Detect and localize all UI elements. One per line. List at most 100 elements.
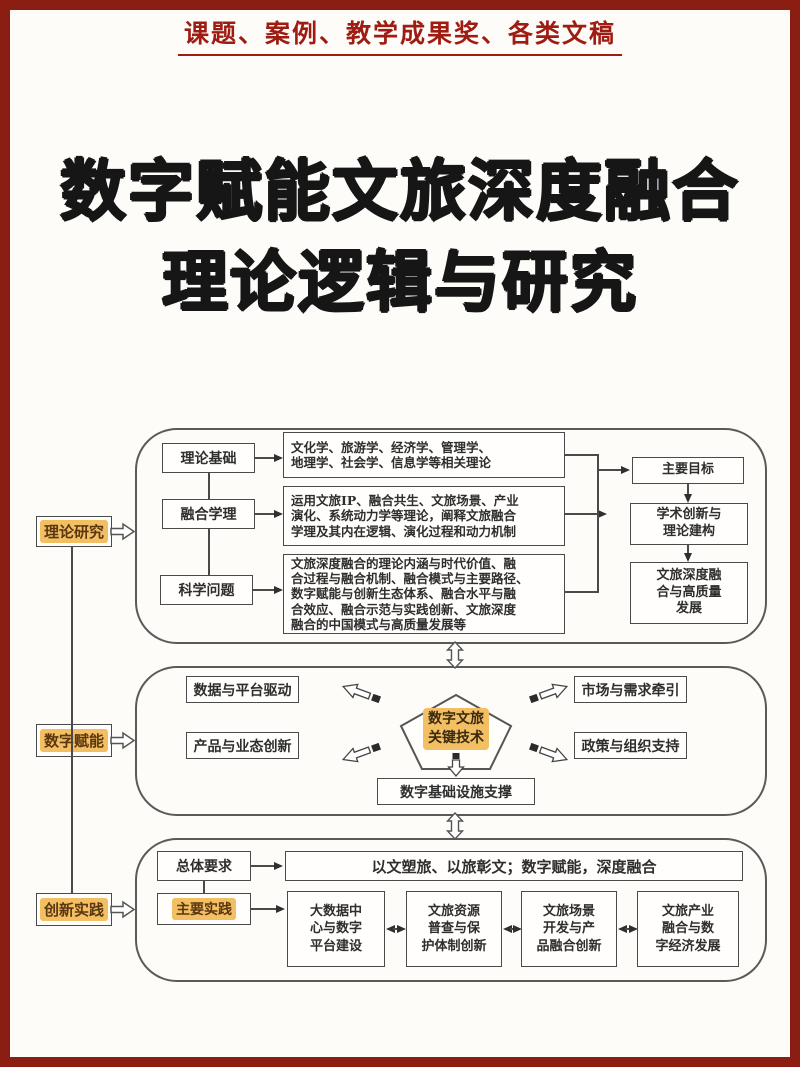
practice-item-text: 大数据中 心与数字 平台建设 — [309, 903, 362, 954]
section-link-updown-arrow-icon — [446, 641, 464, 669]
connector-line — [253, 589, 275, 591]
title-line-2: 理论逻辑与研究 — [162, 244, 638, 322]
box-fusion-theory-content: 运用文旅IP、融合共生、文旅场景、产业 演化、系统动力学等理论，阐释文旅融合 学… — [283, 486, 565, 546]
bus-line — [597, 454, 599, 593]
box-data-platform: 数据与平台驱动 — [186, 676, 299, 703]
left-rail-line — [71, 547, 73, 893]
arrow-head — [503, 924, 512, 933]
section-innovation-practice — [135, 838, 767, 982]
arrow-head — [683, 494, 692, 503]
box-theory-basis-text: 理论基础 — [180, 451, 237, 467]
box-digital-infrastructure: 数字基础设施支撑 — [377, 778, 535, 805]
label-arrow-icon — [110, 731, 136, 750]
connector-line — [251, 908, 277, 910]
connector-line — [687, 545, 689, 554]
practice-item-text: 文旅场景 开发与产 品融合创新 — [536, 903, 602, 954]
academic-innovation-text: 学术创新与 理论建构 — [656, 507, 722, 539]
box-scientific-questions: 科学问题 — [160, 575, 253, 605]
box-overall-requirements: 总体要求 — [157, 851, 251, 881]
box-high-quality-development: 文旅深度融 合与高质量 发展 — [630, 562, 748, 624]
main-practice-text: 主要实践 — [172, 898, 236, 920]
overall-requirements-value-text: 以文塑旅、以旅彰文；数字赋能，深度融合 — [371, 857, 657, 876]
arrow-head — [513, 924, 522, 933]
arrow-head — [629, 924, 638, 933]
digital-infrastructure-text: 数字基础设施支撑 — [400, 784, 512, 801]
box-overall-requirements-value: 以文塑旅、以旅彰文；数字赋能，深度融合 — [285, 851, 743, 881]
connector-line — [687, 484, 689, 495]
high-quality-development-text: 文旅深度融 合与高质量 发展 — [656, 567, 722, 617]
box-fusion-theory-text: 融合学理 — [180, 507, 237, 523]
connector-line — [203, 881, 205, 893]
box-scientific-questions-content: 文旅深度融合的理论内涵与时代价值、融 合过程与融合机制、融合模式与主要路径、 数… — [283, 554, 565, 634]
arrow-head — [274, 861, 283, 870]
connector-line — [565, 454, 599, 456]
theory-basis-content-text: 文化学、旅游学、经济学、管理学、 地理学、社会学、信息学等相关理论 — [291, 439, 492, 470]
box-market-demand: 市场与需求牵引 — [574, 676, 687, 703]
header-banner: 课题、案例、教学成果奖、各类文稿 — [0, 14, 800, 56]
box-main-goals: 主要目标 — [632, 457, 744, 484]
label-arrow-icon — [110, 900, 136, 919]
box-academic-innovation: 学术创新与 理论建构 — [630, 503, 748, 545]
practice-item-text: 文旅产业 融合与数 字经济发展 — [655, 903, 721, 954]
title-line-1: 数字赋能文旅深度融合 — [60, 153, 740, 230]
scientific-questions-content-text: 文旅深度融合的理论内涵与时代价值、融 合过程与融合机制、融合模式与主要路径、 数… — [291, 555, 529, 632]
product-innovation-text: 产品与业态创新 — [193, 738, 292, 755]
connector-line — [251, 865, 275, 867]
label-theory-research: 理论研究 — [36, 516, 112, 547]
label-digital-empowerment-text: 数字赋能 — [39, 729, 108, 752]
data-platform-text: 数据与平台驱动 — [193, 682, 292, 699]
label-digital-empowerment: 数字赋能 — [36, 724, 112, 757]
connector-line — [393, 928, 398, 930]
arrow-head — [618, 924, 627, 933]
arrow-head — [274, 453, 283, 462]
box-product-innovation: 产品与业态创新 — [186, 732, 299, 759]
box-theory-basis-content: 文化学、旅游学、经济学、管理学、 地理学、社会学、信息学等相关理论 — [283, 432, 565, 478]
box-theory-basis: 理论基础 — [162, 443, 255, 473]
label-theory-research-text: 理论研究 — [39, 520, 108, 543]
arrow-head — [274, 509, 283, 518]
practice-item-text: 文旅资源 普查与保 护体制创新 — [421, 903, 487, 954]
arrow-head — [386, 924, 395, 933]
pentagon-radiate-arrow-icon — [529, 742, 569, 763]
connector-line — [208, 473, 210, 499]
connector-line — [565, 513, 599, 515]
pentagon-label: 数字文旅 关键技术 — [404, 708, 508, 750]
arrow-head — [683, 553, 692, 562]
policy-support-text: 政策与组织支持 — [581, 738, 680, 755]
section-digital-empowerment — [135, 666, 767, 816]
connector-line — [625, 928, 630, 930]
pentagon-down-arrow-icon — [447, 753, 465, 778]
practice-item-box: 大数据中 心与数字 平台建设 — [287, 891, 385, 967]
page-title: 数字赋能文旅深度融合 理论逻辑与研究 — [0, 146, 800, 328]
pentagon-radiate-arrow-icon — [341, 683, 381, 704]
connector-line — [510, 928, 514, 930]
label-innovation-practice-text: 创新实践 — [39, 898, 108, 921]
connector-line — [597, 469, 622, 471]
box-policy-support: 政策与组织支持 — [574, 732, 687, 759]
practice-item-box: 文旅场景 开发与产 品融合创新 — [521, 891, 617, 967]
box-fusion-theory: 融合学理 — [162, 499, 255, 529]
overall-requirements-text: 总体要求 — [176, 859, 232, 875]
label-arrow-icon — [110, 522, 136, 541]
connector-line — [255, 457, 275, 459]
practice-item-box: 文旅资源 普查与保 护体制创新 — [406, 891, 502, 967]
section-theory-research — [135, 428, 767, 644]
pentagon-radiate-arrow-icon — [341, 742, 381, 763]
arrow-head — [598, 509, 607, 518]
pentagon-label-text: 数字文旅 关键技术 — [423, 708, 489, 750]
box-scientific-questions-text: 科学问题 — [178, 583, 235, 599]
market-demand-text: 市场与需求牵引 — [581, 682, 680, 699]
arrow-head — [397, 924, 406, 933]
fusion-theory-content-text: 运用文旅IP、融合共生、文旅场景、产业 演化、系统动力学等理论，阐释文旅融合 学… — [291, 493, 519, 539]
main-goals-text: 主要目标 — [661, 462, 714, 478]
header-text: 课题、案例、教学成果奖、各类文稿 — [177, 14, 622, 56]
section-link-updown-arrow-icon — [446, 812, 464, 840]
practice-item-box: 文旅产业 融合与数 字经济发展 — [637, 891, 739, 967]
arrow-head — [621, 465, 630, 474]
arrow-head — [274, 585, 283, 594]
connector-line — [208, 529, 210, 575]
box-main-practice: 主要实践 — [157, 893, 251, 925]
connector-line — [255, 513, 275, 515]
arrow-head — [276, 904, 285, 913]
